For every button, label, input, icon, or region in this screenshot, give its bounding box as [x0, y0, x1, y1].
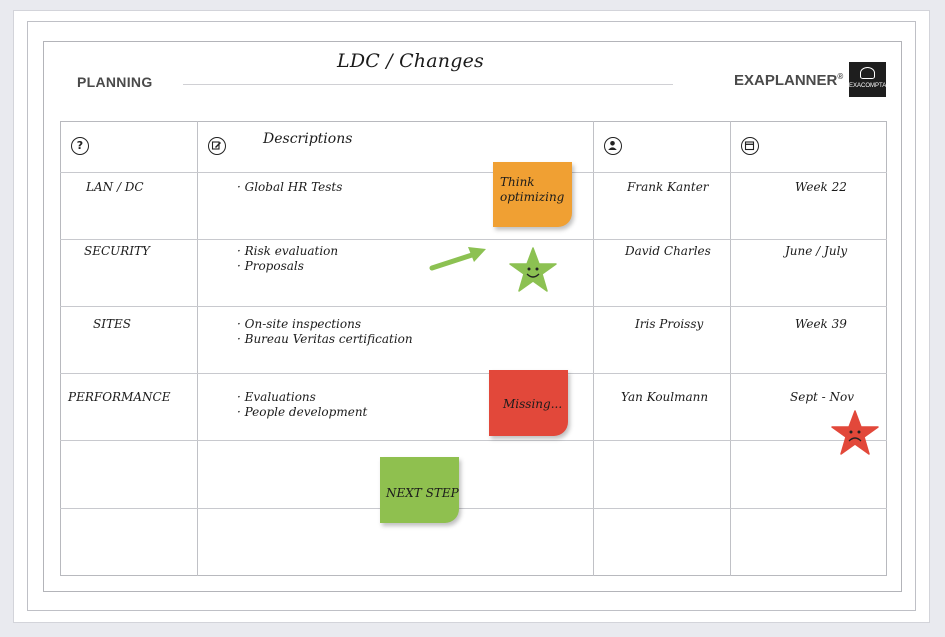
whiteboard: [43, 41, 902, 592]
sticky-note-red[interactable]: [489, 370, 568, 436]
description-line: · Bureau Veritas certification: [237, 332, 413, 346]
topic-label: SITES: [93, 317, 131, 331]
planning-grid: [60, 121, 887, 576]
calendar-icon: [741, 137, 759, 155]
descriptions-header: Descriptions: [263, 131, 353, 147]
sticky-note-text: NEXT STEP: [386, 486, 459, 500]
description-line: · Evaluations: [237, 390, 316, 404]
exacompta-logo: EXACOMPTA: [849, 62, 886, 97]
date-label: Week 22: [795, 180, 847, 194]
person-icon: [604, 137, 622, 155]
sticky-note-text: Missing...: [503, 397, 563, 411]
description-line: · Risk evaluation: [237, 244, 339, 258]
section-label: PLANNING: [77, 74, 153, 90]
date-label: Sept - Nov: [790, 390, 855, 404]
person-name: Frank Kanter: [627, 180, 709, 194]
column-divider: [730, 121, 731, 576]
topic-label: LAN / DC: [86, 180, 144, 194]
date-label: Week 39: [795, 317, 847, 331]
row-divider: [60, 508, 887, 509]
row-divider: [60, 373, 887, 374]
sticky-note-text: optimizing: [500, 190, 565, 204]
person-name: David Charles: [625, 244, 711, 258]
date-label: June / July: [785, 244, 848, 258]
edit-icon: [208, 137, 226, 155]
board-title: LDC / Changes: [337, 50, 484, 72]
sticky-note-green[interactable]: [380, 457, 459, 523]
question-icon: ?: [71, 137, 89, 155]
description-line: · On-site inspections: [237, 317, 361, 331]
arrow-icon[interactable]: [428, 244, 490, 274]
column-divider: [593, 121, 594, 576]
brand-name: EXAPLANNER®: [734, 72, 844, 89]
row-divider: [60, 172, 887, 173]
description-line: · Proposals: [237, 259, 304, 273]
description-line: · People development: [237, 405, 368, 419]
row-divider: [60, 440, 887, 441]
topic-label: PERFORMANCE: [68, 390, 171, 404]
sad-star-icon[interactable]: [830, 409, 880, 459]
row-divider: [60, 306, 887, 307]
column-divider: [197, 121, 198, 576]
topic-label: SECURITY: [84, 244, 150, 258]
description-line: · Global HR Tests: [237, 180, 343, 194]
sticky-note-orange[interactable]: [493, 162, 572, 227]
person-name: Iris Proissy: [635, 317, 704, 331]
row-divider: [60, 239, 887, 240]
title-underline: [183, 84, 673, 85]
person-name: Yan Koulmann: [621, 390, 709, 404]
smiley-star-icon[interactable]: [508, 246, 558, 296]
sticky-note-text: Think: [500, 175, 535, 189]
